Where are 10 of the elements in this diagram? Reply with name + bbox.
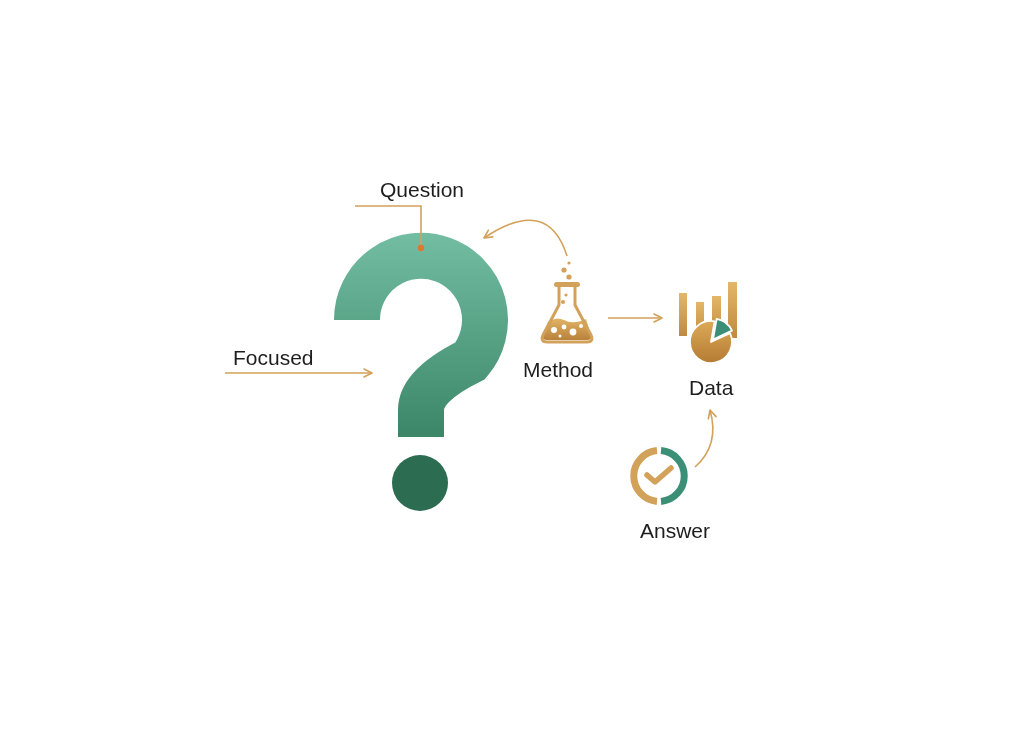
curved-arrow xyxy=(694,409,717,468)
arrow xyxy=(607,313,663,323)
arrow xyxy=(224,368,373,378)
node-label: Answer xyxy=(640,519,711,543)
node-label: Data xyxy=(689,376,734,400)
node-label: Method xyxy=(523,358,594,382)
curved-arrow xyxy=(483,219,568,257)
node-label: Focused xyxy=(233,346,314,370)
node-label: Question xyxy=(380,178,465,202)
leader-line xyxy=(354,205,425,252)
